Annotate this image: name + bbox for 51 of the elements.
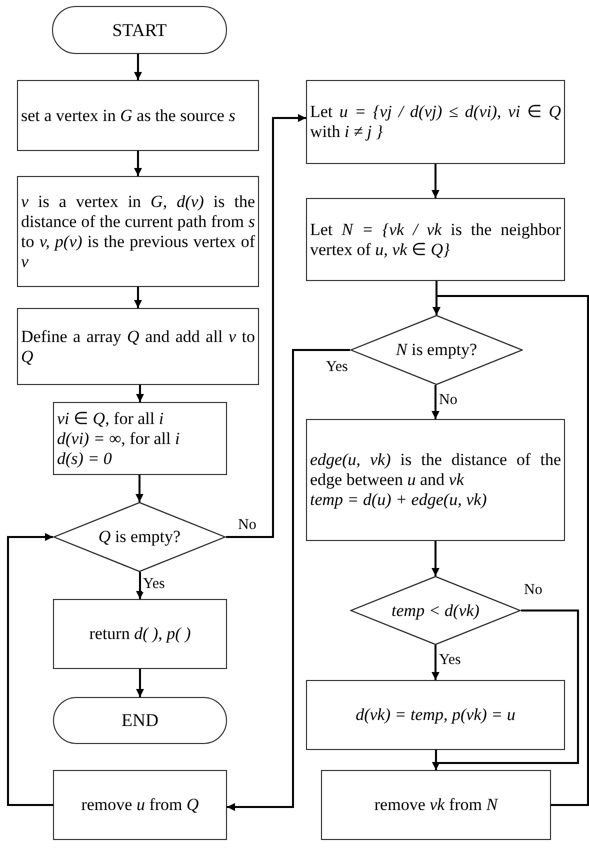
edge-label: Yes (142, 576, 166, 592)
arrow (134, 287, 142, 308)
arrow (134, 54, 142, 80)
arrow (136, 669, 144, 697)
node-text: remove u from Q (80, 795, 200, 815)
node-text: remove vk from N (373, 795, 500, 815)
node-text: Let N = {vk / vk is the neighbor vertex of u, vk ∈ Q} (310, 220, 561, 260)
arrow (226, 114, 306, 538)
arrow (432, 385, 440, 419)
node-text: temp < d(vk) (392, 600, 480, 620)
process-box (53, 402, 227, 475)
node-text: v is a vertex in G, d(v) is the distance of the current path from s to v, p(v) is the previous vertex of v (21, 192, 255, 272)
node-text: return d( ), p( ) (88, 624, 192, 644)
node-text: Q is empty? (98, 527, 181, 547)
arrow (432, 295, 589, 806)
arrow (136, 572, 144, 599)
process-box (53, 770, 227, 840)
arrow (432, 750, 440, 770)
node-text: vi ∈ Q, for all i (57, 408, 165, 428)
node-text: d(vi) = ∞, for all i (57, 428, 181, 448)
process-box (53, 599, 227, 669)
process-box (306, 80, 565, 164)
terminal-shape (53, 697, 227, 744)
node-text: d(s) = 0 (57, 448, 113, 468)
decision-diamond (350, 576, 521, 645)
process-box (17, 176, 259, 287)
arrow (136, 475, 144, 502)
arrow (7, 533, 53, 806)
decision-diamond (53, 502, 226, 572)
decision-diamond (350, 315, 523, 385)
terminal-shape (52, 6, 227, 54)
node-text: set a vertex in G as the source s (21, 106, 236, 126)
node-text: Define a array Q and add all v to Q (21, 326, 255, 366)
process-box (306, 680, 565, 750)
node-text: Let u = {vj / d(vj) ≤ d(vi), vi ∈ Q with i ≠ j } (310, 102, 561, 142)
process-box (321, 770, 551, 840)
process-box (306, 198, 565, 281)
node-text: START (112, 20, 167, 40)
node-text: END (122, 710, 158, 731)
node-text: N is empty? (396, 340, 478, 360)
process-box (17, 80, 259, 151)
arrow (432, 645, 440, 680)
node-text: d(vk) = temp, p(vk) = u (354, 705, 516, 725)
arrow (134, 151, 142, 176)
process-box (306, 419, 565, 541)
arrow (136, 385, 144, 402)
process-box (17, 308, 259, 385)
arrow (432, 164, 440, 198)
arrow (227, 349, 350, 811)
arrow (432, 541, 440, 576)
node-text: temp = d(u) + edge(u, vk) (310, 490, 488, 510)
